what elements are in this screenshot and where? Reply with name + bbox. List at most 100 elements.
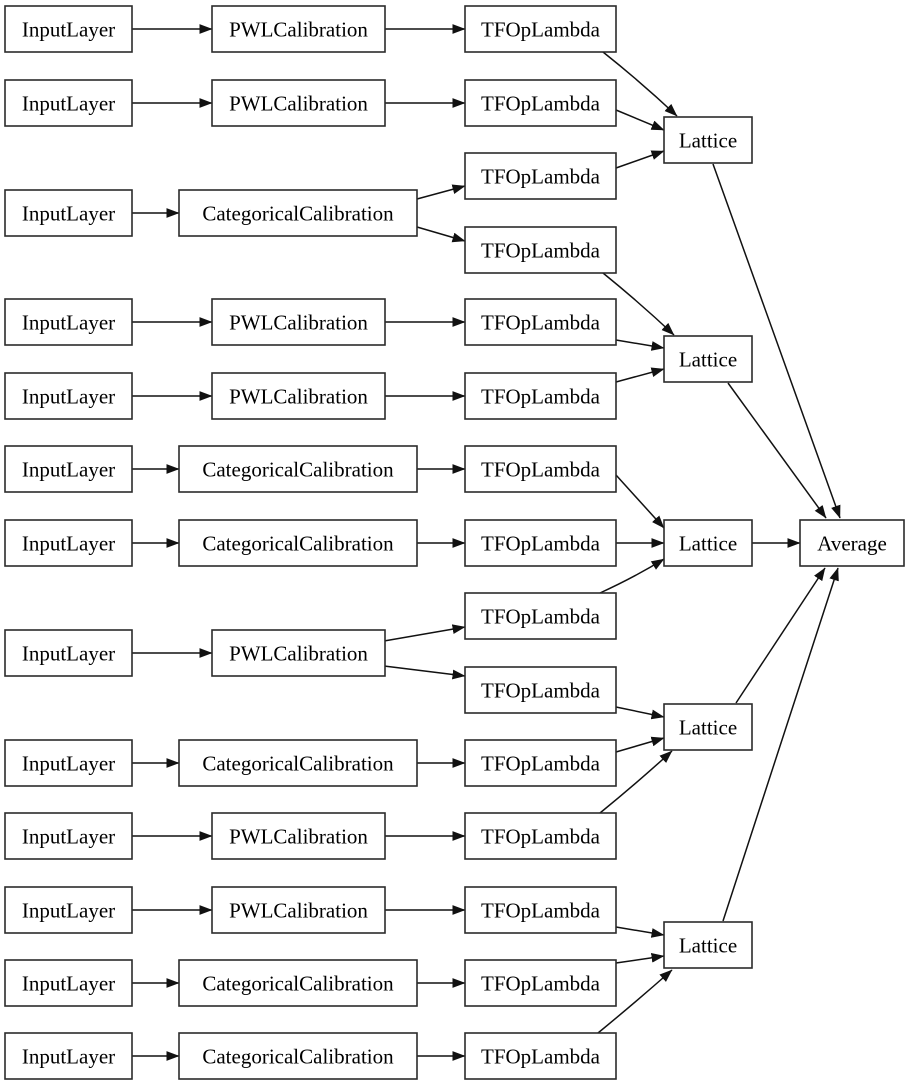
node-input-2: InputLayer — [4, 79, 133, 127]
node-tfop-15: TFOpLambda — [464, 1032, 617, 1080]
tfop-9-box — [464, 592, 617, 640]
node-input-1: InputLayer — [4, 5, 133, 53]
tfop-5-label: TFOpLambda — [481, 311, 601, 335]
edge-pwlcal-5--tfop-10 — [383, 665, 466, 680]
tfop-8-box — [464, 519, 617, 567]
input-10-label: InputLayer — [22, 825, 115, 849]
edge-tfop-6--lattice-2 — [615, 367, 665, 383]
edge-tfop-2--lattice-1 — [615, 109, 665, 131]
input-3-box — [4, 189, 133, 237]
input-10-box — [4, 812, 133, 860]
tfop-7-label: TFOpLambda — [481, 458, 601, 482]
edge-lattice-4--average — [735, 567, 826, 704]
edge-catcal-1--tfop-4 — [416, 226, 466, 243]
input-2-box — [4, 79, 133, 127]
tfop-5-box — [464, 298, 617, 346]
node-lattice-4: Lattice — [663, 703, 753, 751]
edge-tfop-14--lattice-5 — [615, 952, 665, 964]
catcal-6-box — [178, 1032, 418, 1080]
edge-tfop-10--lattice-4 — [615, 706, 665, 720]
input-11-label: InputLayer — [22, 899, 115, 923]
tfop-12-label: TFOpLambda — [481, 825, 601, 849]
input-13-label: InputLayer — [22, 1045, 115, 1069]
edge-tfop-3--lattice-1 — [615, 150, 665, 169]
node-tfop-14: TFOpLambda — [464, 959, 617, 1007]
node-tfop-12: TFOpLambda — [464, 812, 617, 860]
edge-lattice-5--average — [722, 567, 839, 922]
input-1-label: InputLayer — [22, 18, 115, 42]
node-tfop-4: TFOpLambda — [464, 226, 617, 274]
node-input-10: InputLayer — [4, 812, 133, 860]
lattice-1-box — [663, 116, 753, 164]
node-lattice-3: Lattice — [663, 519, 753, 567]
catcal-5-label: CategoricalCalibration — [202, 972, 394, 996]
edge-tfop-9--lattice-3 — [599, 558, 665, 594]
node-tfop-3: TFOpLambda — [464, 152, 617, 200]
tfop-6-label: TFOpLambda — [481, 385, 601, 409]
edge-catcal-1--tfop-3 — [416, 184, 466, 200]
input-3-label: InputLayer — [22, 202, 115, 226]
tfop-6-box — [464, 372, 617, 420]
tfop-10-label: TFOpLambda — [481, 679, 601, 703]
pwlcal-4-label: PWLCalibration — [229, 385, 368, 409]
tfop-9-label: TFOpLambda — [481, 605, 601, 629]
input-5-label: InputLayer — [22, 385, 115, 409]
lattice-1-label: Lattice — [679, 129, 737, 153]
pwlcal-3-label: PWLCalibration — [229, 311, 368, 335]
node-tfop-1: TFOpLambda — [464, 5, 617, 53]
lattice-2-box — [663, 335, 753, 383]
edge-tfop-13--lattice-5 — [615, 926, 665, 938]
node-layer: InputLayerInputLayerInputLayerInputLayer… — [4, 5, 905, 1080]
edge-tfop-11--lattice-4 — [615, 736, 665, 753]
node-lattice-5: Lattice — [663, 921, 753, 969]
node-tfop-10: TFOpLambda — [464, 666, 617, 714]
node-tfop-9: TFOpLambda — [464, 592, 617, 640]
tfop-2-label: TFOpLambda — [481, 92, 601, 116]
input-1-box — [4, 5, 133, 53]
node-pwlcal-2: PWLCalibration — [211, 79, 386, 127]
edge-pwlcal-5--tfop-9 — [383, 624, 466, 642]
node-tfop-2: TFOpLambda — [464, 79, 617, 127]
node-input-8: InputLayer — [4, 629, 133, 677]
tfop-15-box — [464, 1032, 617, 1080]
tfop-15-label: TFOpLambda — [481, 1045, 601, 1069]
node-tfop-6: TFOpLambda — [464, 372, 617, 420]
tfop-11-box — [464, 739, 617, 787]
tfop-13-box — [464, 886, 617, 934]
node-tfop-7: TFOpLambda — [464, 445, 617, 493]
catcal-3-box — [178, 519, 418, 567]
tfop-4-box — [464, 226, 617, 274]
pwlcal-7-box — [211, 886, 386, 934]
node-input-5: InputLayer — [4, 372, 133, 420]
input-9-box — [4, 739, 133, 787]
tfop-7-box — [464, 445, 617, 493]
pwlcal-6-box — [211, 812, 386, 860]
tfop-14-label: TFOpLambda — [481, 972, 601, 996]
lattice-5-box — [663, 921, 753, 969]
input-11-box — [4, 886, 133, 934]
node-catcal-5: CategoricalCalibration — [178, 959, 418, 1007]
pwlcal-1-box — [211, 5, 386, 53]
node-pwlcal-5: PWLCalibration — [211, 629, 386, 677]
input-6-box — [4, 445, 133, 493]
input-7-box — [4, 519, 133, 567]
edge-tfop-4--lattice-2 — [602, 272, 675, 336]
edge-tfop-12--lattice-4 — [599, 750, 673, 814]
node-input-13: InputLayer — [4, 1032, 133, 1080]
node-catcal-2: CategoricalCalibration — [178, 445, 418, 493]
input-12-box — [4, 959, 133, 1007]
pwlcal-2-box — [211, 79, 386, 127]
tfop-12-box — [464, 812, 617, 860]
node-lattice-1: Lattice — [663, 116, 753, 164]
node-tfop-8: TFOpLambda — [464, 519, 617, 567]
input-8-label: InputLayer — [22, 642, 115, 666]
input-5-box — [4, 372, 133, 420]
node-catcal-3: CategoricalCalibration — [178, 519, 418, 567]
tfop-1-label: TFOpLambda — [481, 18, 601, 42]
tfop-8-label: TFOpLambda — [481, 532, 601, 556]
pwlcal-6-label: PWLCalibration — [229, 825, 368, 849]
node-catcal-6: CategoricalCalibration — [178, 1032, 418, 1080]
node-average: Average — [799, 519, 905, 567]
node-tfop-5: TFOpLambda — [464, 298, 617, 346]
